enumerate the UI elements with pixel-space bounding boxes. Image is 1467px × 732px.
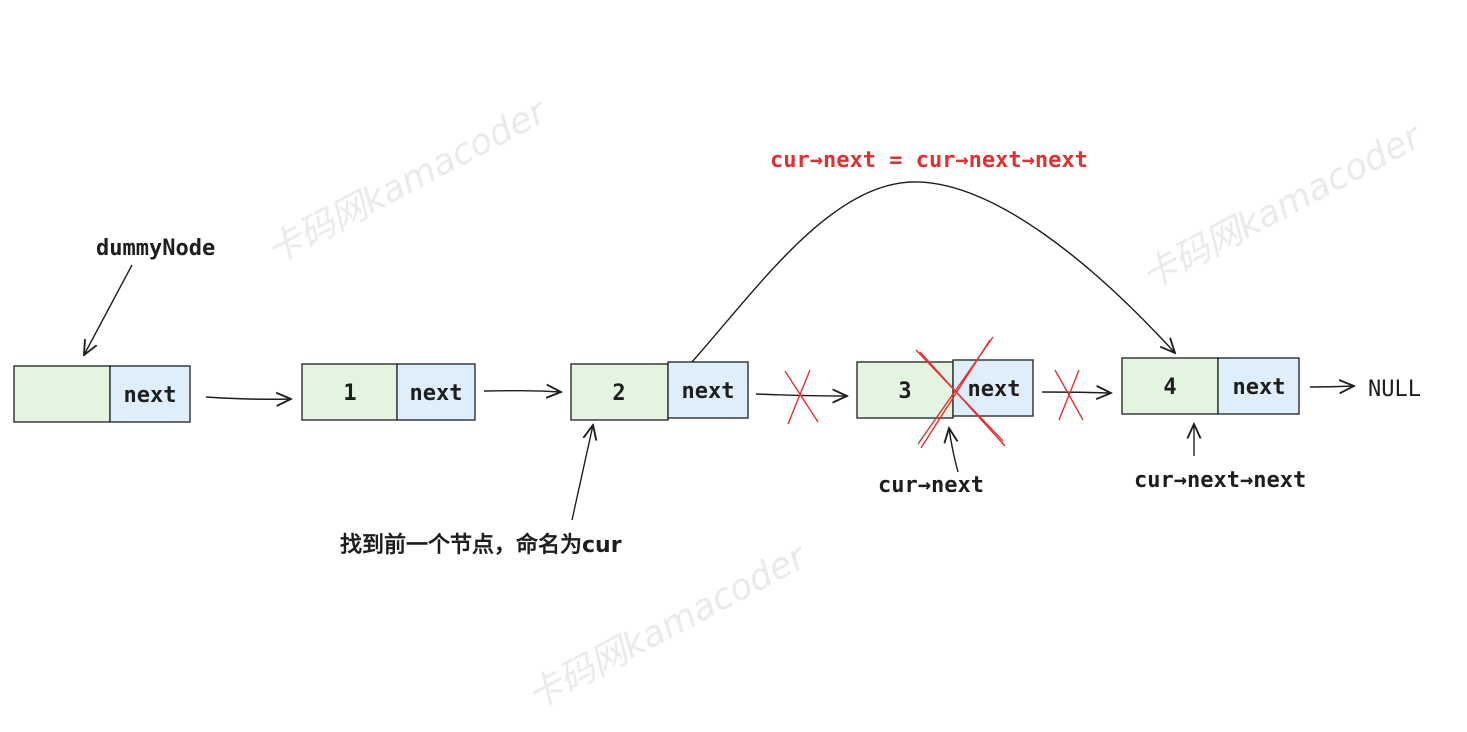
link-4-to-null (1309, 386, 1354, 387)
node-2-value: 2 (612, 381, 625, 406)
node-3: 3 next (856, 359, 1034, 419)
node-dummy: next (13, 365, 191, 423)
watermark-2: 卡码网kamacoder (1135, 115, 1430, 298)
node-4: 4 next (1121, 357, 1300, 415)
link-dummy-to-1 (205, 397, 291, 399)
delete-mark-node-3 (915, 336, 1006, 449)
dummy-node-label: dummyNode (96, 236, 215, 261)
cur-next-label: cur→next (878, 473, 984, 498)
node-2-value-cell (570, 363, 669, 421)
link-2-to-3 (755, 394, 847, 396)
node-4-next-cell (1217, 357, 1300, 415)
bypass-link-arc (691, 181, 1175, 363)
node-dummy-value-cell (13, 365, 111, 423)
node-1-value: 1 (343, 381, 356, 406)
link-3-to-4 (1041, 392, 1111, 393)
node-4-value: 4 (1163, 375, 1176, 400)
link-1-to-2 (483, 391, 561, 392)
node-dummy-next-label: next (124, 383, 177, 408)
node-3-next-cell (952, 359, 1034, 417)
formula-label: cur→next = cur→next→next (770, 148, 1088, 173)
null-label: NULL (1368, 377, 1421, 402)
node-1-next-label: next (410, 381, 463, 406)
cur-next-next-label: cur→next→next (1134, 468, 1306, 493)
watermark-3: 卡码网kamacoder (520, 535, 815, 718)
node-3-next-label: next (968, 377, 1021, 402)
cur-pointer-arrow (571, 425, 593, 521)
node-2-next-label: next (682, 379, 735, 404)
node-1-value-cell (301, 363, 398, 421)
node-2-next-cell (667, 361, 749, 419)
node-dummy-next-cell (109, 365, 191, 423)
cut-mark-3-to-4 (1054, 369, 1084, 421)
cur-hint-label: 找到前一个节点，命名为cur (340, 532, 622, 558)
dummy-pointer-arrow (84, 264, 133, 355)
cur-next-pointer-arrow (949, 428, 959, 473)
cut-mark-2-to-3 (784, 369, 819, 425)
node-1: 1 next (301, 363, 476, 421)
node-2: 2 next (570, 361, 749, 421)
node-4-next-label: next (1233, 375, 1286, 400)
node-1-next-cell (396, 363, 476, 421)
watermark-1: 卡码网kamacoder (260, 90, 555, 273)
node-3-value: 3 (898, 379, 911, 404)
